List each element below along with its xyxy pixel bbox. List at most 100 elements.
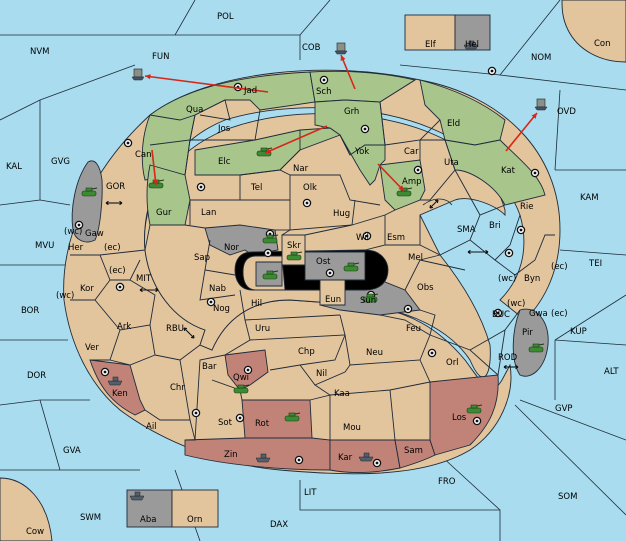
province-label-esm: Esm bbox=[387, 233, 405, 243]
province-label-kar: Kar bbox=[338, 453, 353, 463]
sea-label-dor: DOR bbox=[27, 371, 46, 381]
sea-label-dax: DAX bbox=[270, 520, 288, 530]
province-label-mou: Mou bbox=[343, 423, 361, 433]
province-label-nil: Nil bbox=[316, 369, 327, 379]
province-label-ken: Ken bbox=[112, 389, 128, 399]
province-label-hug: Hug bbox=[333, 209, 350, 219]
army-unit[interactable] bbox=[362, 293, 379, 303]
province-label-pir: Pir bbox=[522, 328, 533, 338]
province-label-elc: Elc bbox=[218, 157, 231, 167]
province-ost bbox=[304, 251, 366, 281]
province-yok bbox=[339, 134, 386, 186]
province-elf bbox=[404, 14, 456, 51]
province-label-zin: Zin bbox=[224, 450, 238, 460]
province-label-hil: Hil bbox=[251, 299, 262, 309]
move-arrow bbox=[505, 112, 538, 152]
province-label-qua: Qua bbox=[186, 105, 203, 115]
army-unit[interactable] bbox=[528, 343, 545, 353]
province-label-orn: Orn bbox=[187, 515, 202, 525]
sea-label-tei: TEI bbox=[588, 259, 602, 269]
army-unit[interactable] bbox=[262, 234, 279, 244]
province-label-obs: Obs bbox=[417, 283, 434, 293]
province-label-jos: Jos bbox=[217, 124, 231, 134]
sea-label-bor: BOR bbox=[21, 306, 39, 316]
province-label-sap: Sap bbox=[194, 253, 210, 263]
province-label-qwi: Qwi bbox=[233, 373, 249, 383]
province-label-chp: Chp bbox=[298, 347, 315, 357]
move-arrow bbox=[151, 149, 157, 186]
army-unit[interactable] bbox=[466, 404, 483, 414]
move-arrow bbox=[264, 125, 328, 154]
passage-arrow bbox=[429, 199, 439, 209]
province-label-lan: Lan bbox=[201, 208, 216, 218]
fleet-unit[interactable] bbox=[255, 453, 271, 463]
province-label-bri: Bri bbox=[489, 221, 501, 231]
coast-tag-wc-kor: (wc) bbox=[56, 291, 74, 301]
province-label-wil: Wil bbox=[356, 233, 369, 243]
province-label-gaw: Gaw bbox=[85, 229, 104, 239]
sea-label-mvu: MVU bbox=[35, 241, 54, 251]
army-unit[interactable] bbox=[233, 384, 250, 394]
sea-label-fun: FUN bbox=[152, 52, 169, 62]
army-unit[interactable] bbox=[343, 262, 360, 272]
province-label-los: Los bbox=[452, 413, 467, 423]
sea-label-gvg: GVG bbox=[51, 157, 70, 167]
coast-tag-ec-byn: (ec) bbox=[551, 262, 568, 272]
sea-label-rbu: RBU bbox=[166, 324, 184, 334]
fleet-unit[interactable] bbox=[131, 68, 145, 81]
coast-tag-wc-byn: (wc) bbox=[498, 274, 516, 284]
province-label-bar: Bar bbox=[202, 362, 217, 372]
fleet-unit[interactable] bbox=[358, 452, 374, 462]
province-label-nog: Nog bbox=[213, 304, 230, 314]
province-label-uru: Uru bbox=[255, 324, 270, 334]
sea-label-pol: POL bbox=[217, 12, 234, 22]
move-arrow bbox=[377, 163, 405, 192]
province-label-gwa: Gwa bbox=[529, 309, 548, 319]
province-pir bbox=[512, 308, 549, 377]
fleet-unit[interactable] bbox=[534, 98, 548, 111]
province-rot bbox=[241, 399, 313, 439]
move-arrow bbox=[144, 75, 269, 93]
sea-label-swm: SWM bbox=[80, 513, 101, 523]
sea-label-cob: COB bbox=[302, 43, 321, 53]
province-label-chr: Chr bbox=[170, 383, 185, 393]
sea-label-kal: KAL bbox=[6, 162, 22, 172]
coast-tag-ec-her: (ec) bbox=[104, 243, 121, 253]
province-label-kaa: Kaa bbox=[334, 389, 350, 399]
province-label-ail: Ail bbox=[146, 422, 157, 432]
province-los bbox=[429, 374, 499, 456]
move-arrow bbox=[340, 54, 356, 90]
province-eun bbox=[319, 279, 346, 306]
province-label-ver: Ver bbox=[85, 343, 99, 353]
province-label-feu: Feu bbox=[406, 324, 421, 334]
army-unit[interactable] bbox=[286, 251, 303, 261]
province-label-yok: Yok bbox=[354, 147, 369, 157]
sea-label-mit: MIT bbox=[136, 274, 152, 284]
province-label-neu: Neu bbox=[366, 348, 383, 358]
fleet-unit[interactable] bbox=[107, 376, 123, 386]
fleet-unit[interactable] bbox=[129, 491, 145, 501]
province-borders bbox=[70, 79, 555, 441]
fleet-unit[interactable] bbox=[463, 40, 479, 50]
fleet-unit[interactable] bbox=[334, 42, 348, 55]
sea-label-som: SOM bbox=[558, 492, 577, 502]
province-label-sot: Sot bbox=[218, 418, 233, 428]
sea-label-sma: SMA bbox=[457, 225, 476, 235]
army-unit[interactable] bbox=[284, 412, 301, 422]
province-label-con: Con bbox=[594, 39, 611, 49]
province-label-rie: Rie bbox=[520, 202, 534, 212]
province-label-amp: Amp bbox=[402, 177, 422, 187]
sea-label-nom: NOM bbox=[531, 53, 551, 63]
province-label-hel: Hel bbox=[465, 40, 479, 50]
province-con bbox=[561, 0, 626, 63]
army-unit[interactable] bbox=[262, 270, 279, 280]
province-label-gur: Gur bbox=[156, 208, 172, 218]
sea-label-ovd: OVD bbox=[557, 107, 576, 117]
sea-label-kam: KAM bbox=[580, 193, 599, 203]
army-unit[interactable] bbox=[81, 187, 98, 197]
province-label-byn: Byn bbox=[524, 274, 540, 284]
province-green-north-west bbox=[141, 71, 316, 181]
